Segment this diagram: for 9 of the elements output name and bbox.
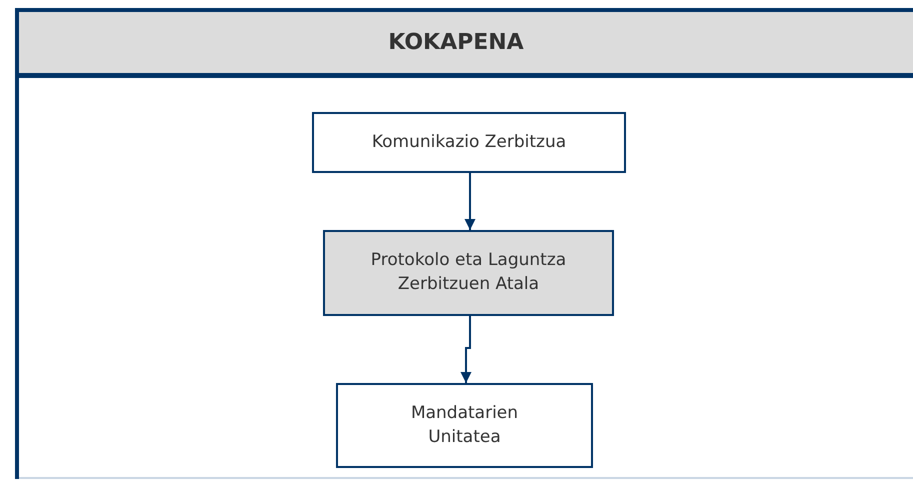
title: KOKAPENA <box>388 30 524 55</box>
unit-box <box>312 112 626 173</box>
unit-name: Mandatarien Unitatea <box>410 402 520 448</box>
unit-name: Komunikazio Zerbitzua <box>372 130 566 154</box>
arrow <box>460 316 472 383</box>
unit-box <box>336 383 593 468</box>
unit-name: Protokolo eta Laguntza Zerbitzuen Atala <box>370 249 568 296</box>
arrow <box>464 173 476 230</box>
highlighted-unit-box <box>323 230 614 316</box>
